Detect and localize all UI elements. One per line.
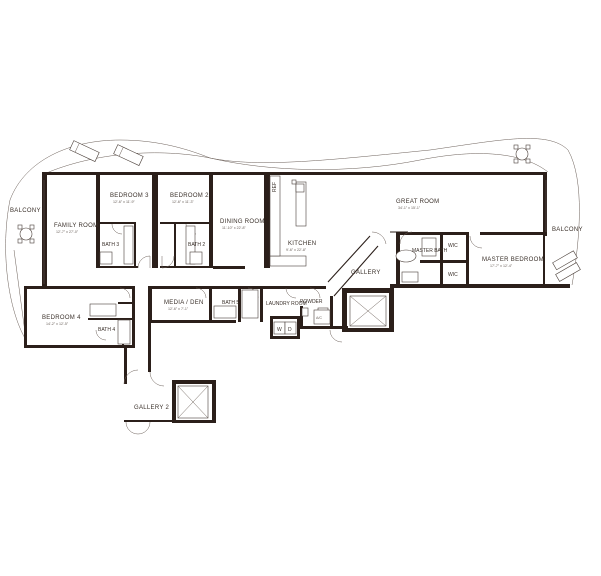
dining-room-label: DINING ROOM [220, 219, 265, 225]
elevators [177, 295, 387, 419]
media-den-dim: 12'-6" x 7'-1" [168, 307, 189, 311]
bedroom-2-label: BEDROOM 2 [170, 193, 209, 199]
gallery-2-label: GALLERY 2 [134, 405, 170, 411]
gallery-label: GALLERY [351, 270, 381, 276]
window-marks [43, 180, 547, 284]
wic-bottom-label: WIC [448, 272, 458, 278]
bedroom-4-label: BEDROOM 4 [42, 315, 81, 321]
family-room-dim: 12'-7" x 27'-0" [56, 230, 79, 234]
ac-label: A/C [316, 316, 322, 320]
laundry-appliances [273, 309, 331, 335]
dryer-label: D [288, 327, 292, 333]
great-room-dim: 34'-1" x 15'-1" [398, 206, 421, 210]
kitchen-dim: 9'-6" x 22'-8" [286, 248, 307, 252]
laundry-room-label: LAUNDRY ROOM [266, 301, 307, 307]
master-bedroom-label: MASTER BEDROOM [482, 257, 544, 263]
master-bedroom-dim: 17'-7" x 12'-4" [490, 264, 513, 268]
bedroom-3-dim: 12'-6" x 11'-9" [113, 200, 136, 204]
room-labels: BALCONY FAMILY ROOM 12'-7" x 27'-0" BEDR… [10, 182, 583, 411]
bedroom-2-dim: 12'-6" x 11'-3" [172, 200, 195, 204]
gallery-diagonal-walls [327, 231, 408, 297]
balcony-furniture [17, 140, 581, 282]
kitchen-fixtures [269, 175, 307, 267]
great-room-label: GREAT ROOM [396, 199, 439, 205]
interior-walls [88, 172, 545, 423]
door-swings [95, 223, 483, 435]
bath-2-label: BATH 2 [188, 242, 205, 248]
kitchen-label: KITCHEN [288, 241, 316, 247]
dining-room-dim: 11'-10" x 22'-8" [222, 226, 247, 230]
bath-4-label: BATH 4 [98, 327, 115, 333]
bedroom-3-label: BEDROOM 3 [110, 193, 149, 199]
powder-label: POWDER [300, 299, 323, 305]
bedroom-4-dim: 14'-2" x 12'-5" [46, 322, 69, 326]
washer-label: W [277, 327, 282, 333]
bath-3-label: BATH 3 [102, 242, 119, 248]
master-bath-label: MASTER BATH [412, 248, 448, 254]
family-room-label: FAMILY ROOM [54, 223, 98, 229]
wic-top-label: WIC [448, 243, 458, 249]
bath-fixtures [89, 225, 437, 345]
ref-label: REF [272, 182, 278, 192]
media-den-label: MEDIA / DEN [164, 300, 204, 306]
bath-5-label: BATH 5 [222, 300, 239, 306]
balcony-left-label: BALCONY [10, 208, 41, 214]
balcony-right-label: BALCONY [552, 227, 583, 233]
